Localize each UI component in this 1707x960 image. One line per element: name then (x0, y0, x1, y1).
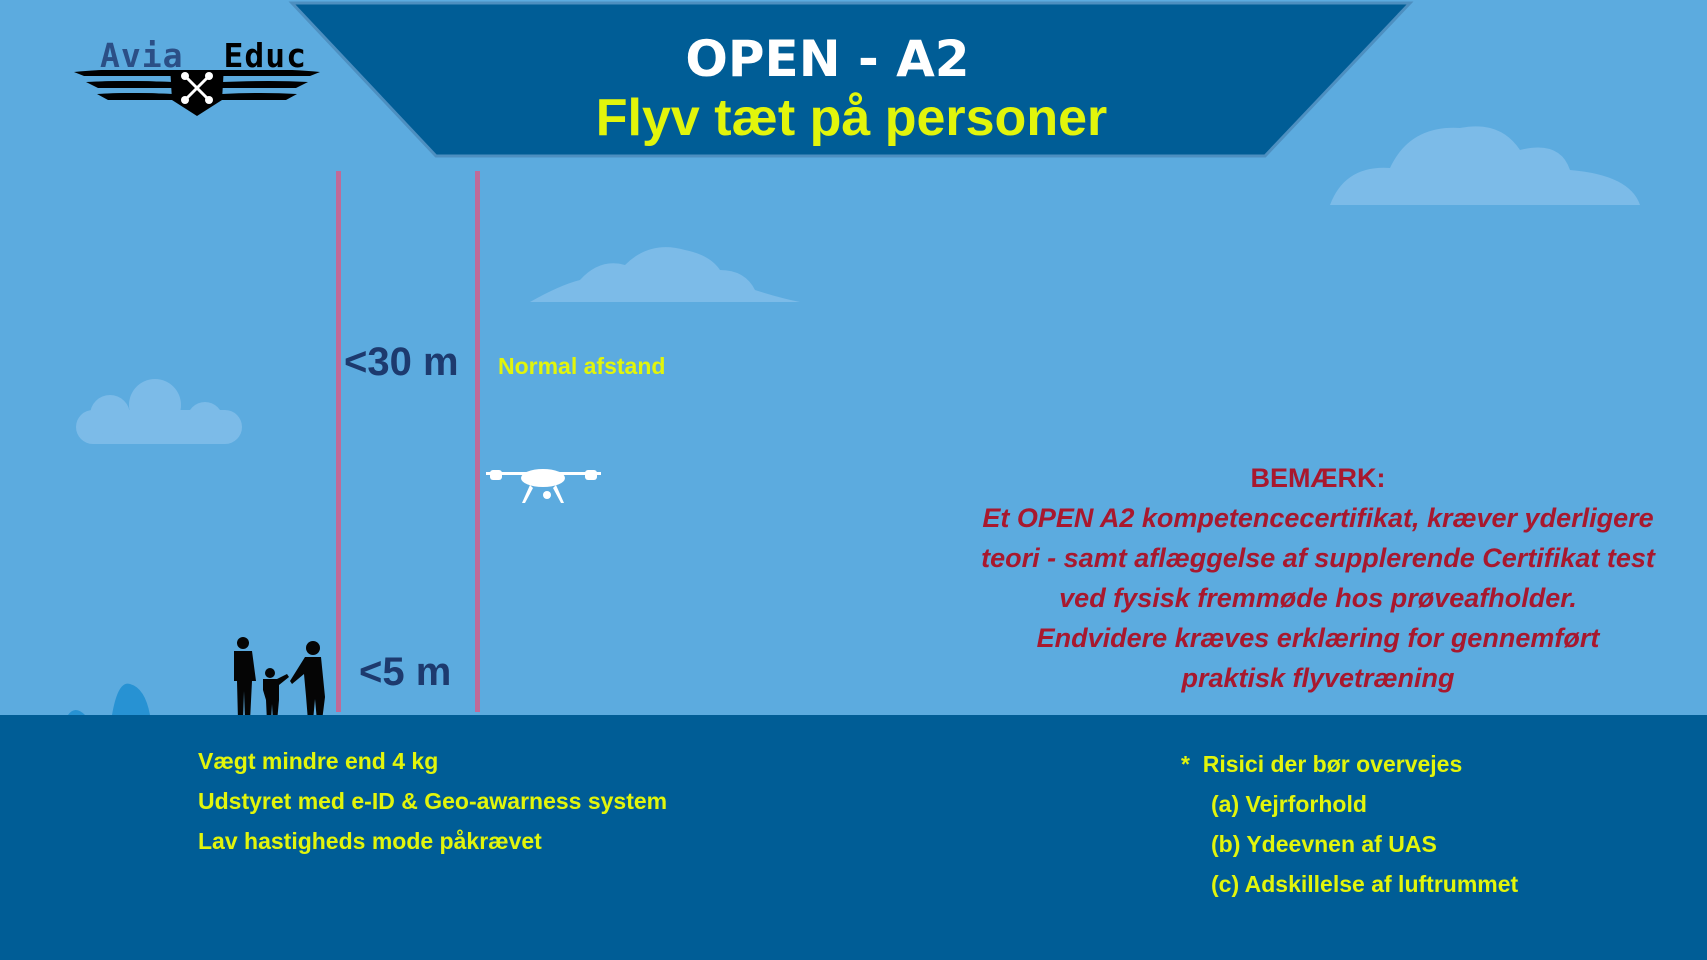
tree-icon (68, 683, 150, 715)
distance-line-min (336, 171, 341, 712)
header-banner (288, 1, 1414, 158)
cloud-icon (1330, 126, 1640, 205)
distance-max-label: <30 m (344, 340, 459, 384)
note-heading: BEMÆRK: (1250, 463, 1386, 493)
risk-item: (b) Ydeevnen af UAS (1211, 831, 1437, 857)
logo-text: Educ (223, 36, 307, 75)
people-silhouette-icon (234, 637, 325, 722)
distance-min-label: <5 m (359, 650, 452, 694)
note-line: Endvidere kræves erklæring for gennemfør… (1036, 623, 1600, 653)
distance-line-max (475, 171, 480, 712)
note-line: praktisk flyvetræning (1181, 663, 1455, 693)
cloud-icon (530, 247, 800, 302)
normal-distance-label: Normal afstand (498, 353, 666, 379)
page-title: OPEN - A2 (685, 30, 970, 88)
drone-icon (486, 469, 601, 503)
note-line: Et OPEN A2 kompetencecertifikat, kræver … (982, 503, 1654, 533)
page-subtitle: Flyv tæt på personer (595, 89, 1108, 147)
logo-wings-icon (74, 70, 320, 116)
requirement-item: Udstyret med e-ID & Geo-awarness system (198, 788, 668, 814)
note-line: teori - samt aflæggelse af supplerende C… (981, 543, 1655, 573)
risk-item: (a) Vejrforhold (1211, 791, 1367, 817)
requirement-item: Lav hastigheds mode påkrævet (198, 828, 542, 854)
risk-item: (c) Adskillelse af luftrummet (1211, 871, 1519, 897)
requirement-item: Vægt mindre end 4 kg (198, 748, 439, 774)
ground-panel (0, 715, 1707, 960)
risks-heading: * Risici der bør overvejes (1181, 751, 1463, 777)
logo: Avia Educ (72, 36, 322, 126)
note-line: ved fysisk fremmøde hos prøveafholder. (1059, 583, 1577, 613)
logo-text: Avia (100, 36, 184, 75)
cloud-icon (76, 379, 242, 444)
